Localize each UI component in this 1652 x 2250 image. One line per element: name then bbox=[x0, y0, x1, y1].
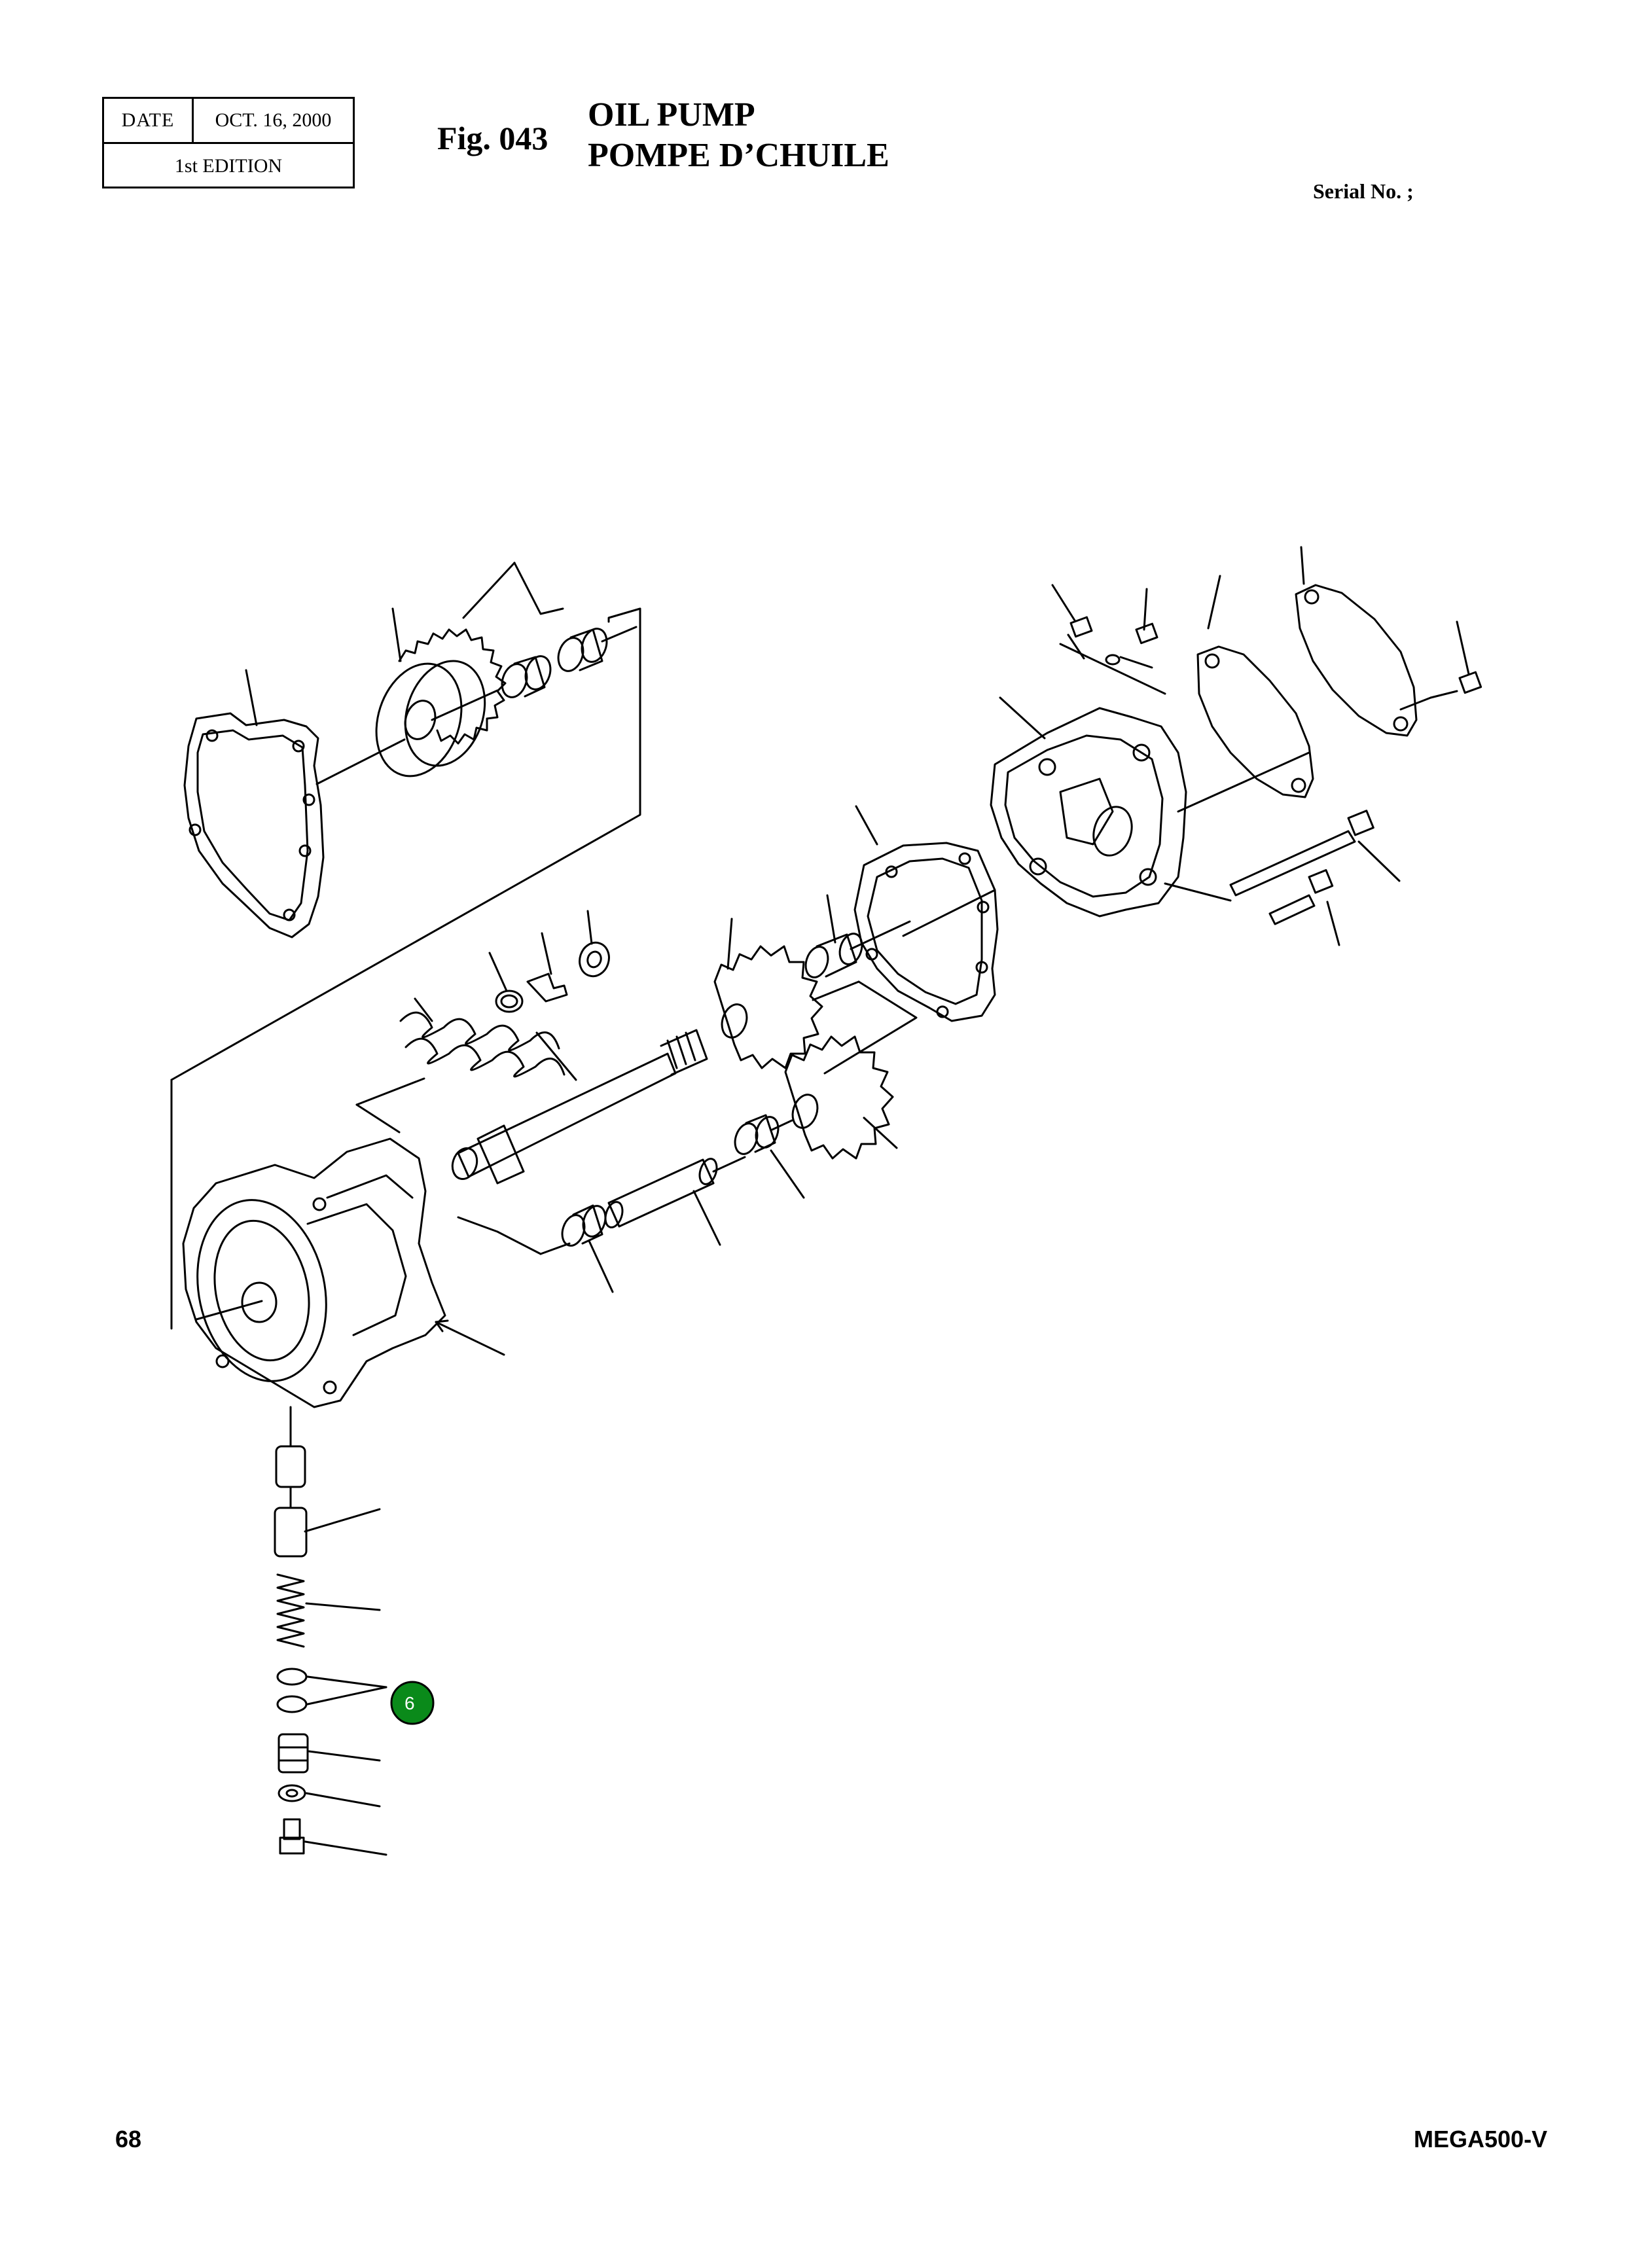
bolt-top-2 bbox=[1105, 622, 1158, 669]
callout-6-circle[interactable] bbox=[390, 1681, 435, 1725]
gasket-middle bbox=[853, 842, 999, 1022]
bolt-right bbox=[1399, 671, 1482, 711]
bushing-lower-left bbox=[561, 1204, 607, 1247]
callout-6[interactable]: 6 bbox=[390, 1681, 435, 1725]
bushing-mid-upper bbox=[804, 920, 911, 978]
cover-plate-2 bbox=[1295, 584, 1418, 737]
bushing-mid-lower bbox=[734, 1114, 793, 1155]
title-english: OIL PUMP bbox=[588, 96, 755, 134]
serial-number-label: Serial No. ; bbox=[1313, 179, 1414, 203]
gasket-left bbox=[183, 712, 406, 938]
bolt-top-1 bbox=[1059, 616, 1166, 695]
relief-valve-stack bbox=[274, 1406, 309, 1855]
date-value: OCT. 16, 2000 bbox=[215, 109, 332, 131]
pump-gear-lower bbox=[784, 1035, 894, 1160]
date-edition-box: DATE OCT. 16, 2000 1st EDITION bbox=[102, 97, 355, 188]
edition-label: 1st EDITION bbox=[174, 155, 283, 177]
cover-plate-1 bbox=[1196, 645, 1314, 798]
long-bolts bbox=[1164, 810, 1374, 925]
leader-lines bbox=[245, 546, 1470, 1856]
bushing-pair-top bbox=[501, 626, 637, 698]
pump-shaft bbox=[451, 1029, 708, 1185]
pump-body bbox=[182, 1137, 446, 1408]
page-number: 68 bbox=[115, 2126, 142, 2152]
model-name: MEGA500-V bbox=[1414, 2126, 1548, 2152]
valve-spring-set bbox=[399, 941, 610, 1078]
arrow-to-body bbox=[435, 1319, 505, 1356]
pump-gear-upper bbox=[713, 945, 823, 1069]
idler-shaft bbox=[604, 1156, 746, 1228]
date-label: DATE bbox=[104, 99, 194, 142]
figure-number: Fig. 043 bbox=[437, 120, 548, 156]
date-row: DATE OCT. 16, 2000 bbox=[104, 99, 353, 144]
title-french: POMPE D’CHUILE bbox=[588, 137, 889, 174]
callout-6-label[interactable]: 6 bbox=[404, 1693, 415, 1713]
drive-gear bbox=[375, 628, 507, 777]
rear-cover bbox=[990, 707, 1310, 918]
assembly-frame-lines bbox=[170, 562, 918, 1330]
